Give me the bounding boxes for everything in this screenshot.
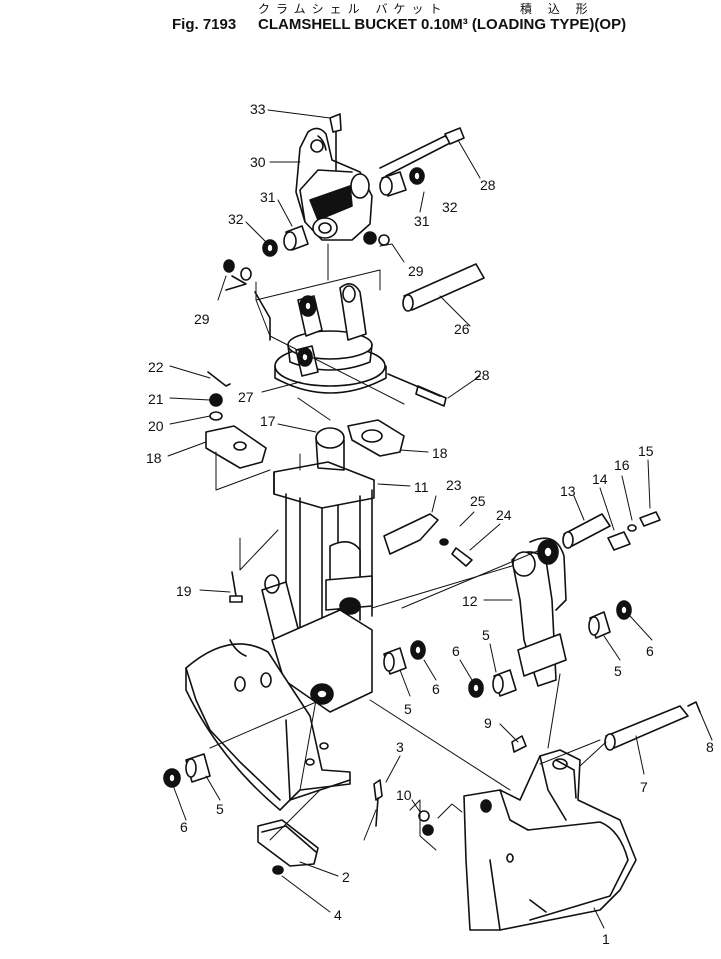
- callout-25: 25: [470, 493, 486, 509]
- callout-15: 15: [638, 443, 654, 459]
- callout-26: 26: [454, 321, 470, 337]
- figure-title: CLAMSHELL BUCKET 0.10M³ (LOADING TYPE)(O…: [258, 16, 627, 33]
- callout-32-right: 32: [442, 199, 458, 215]
- callout-11: 11: [414, 479, 429, 495]
- callout-10: 10: [396, 787, 412, 803]
- callout-5-bottom: 5: [216, 801, 224, 817]
- link-arm: [511, 537, 567, 687]
- japanese-type-name: 積 込 形: [520, 2, 594, 16]
- callout-6-right: 6: [646, 643, 654, 659]
- callout-14: 14: [592, 471, 608, 487]
- callout-18-right: 18: [432, 445, 448, 461]
- callout-29-left: 29: [194, 311, 210, 327]
- callout-31: 31: [260, 189, 276, 205]
- callout-24: 24: [496, 507, 512, 523]
- callout-6-mid: 6: [452, 643, 460, 659]
- callout-9: 9: [484, 715, 492, 731]
- callout-21: 21: [148, 391, 164, 407]
- callout-22: 22: [148, 359, 164, 375]
- top-link-bracket: [295, 113, 373, 241]
- callout-4: 4: [334, 907, 342, 923]
- pin-26: [402, 263, 485, 312]
- main-frame: [261, 427, 375, 713]
- callout-33: 33: [250, 101, 266, 117]
- callout-16: 16: [614, 457, 630, 473]
- callout-5-left: 5: [404, 701, 412, 717]
- callout-6-left: 6: [432, 681, 440, 697]
- callout-30: 30: [250, 154, 266, 170]
- bushings-5-6: [163, 600, 632, 788]
- callout-23: 23: [446, 477, 462, 493]
- leader-lines: [167, 109, 713, 929]
- right-bucket-shell: [463, 749, 637, 931]
- callout-6-bottom: 6: [180, 819, 188, 835]
- callout-8: 8: [706, 739, 714, 755]
- callout-5-mid: 5: [482, 627, 490, 643]
- callout-32: 32: [228, 211, 244, 227]
- figure-number: Fig. 7193: [172, 16, 237, 33]
- callout-13: 13: [560, 483, 576, 499]
- callout-1: 1: [602, 931, 610, 947]
- callout-20: 20: [148, 418, 164, 434]
- callout-5-right: 5: [614, 663, 622, 679]
- callout-29-right: 29: [408, 263, 424, 279]
- top-bushings: [223, 127, 465, 291]
- callout-12: 12: [462, 593, 478, 609]
- spacer-plates: [205, 419, 405, 469]
- callout-7: 7: [640, 779, 648, 795]
- callout-3: 3: [396, 739, 404, 755]
- callout-27: 27: [238, 389, 254, 405]
- callout-28-lower: 28: [474, 367, 490, 383]
- callout-18-left: 18: [146, 450, 162, 466]
- callout-2: 2: [342, 869, 350, 885]
- callout-numbers: 33 30 31 32 28 31 32 29 29 26 27 28 22 2…: [146, 101, 714, 947]
- callout-28-top: 28: [480, 177, 496, 193]
- callout-17: 17: [260, 413, 276, 429]
- callout-31-right: 31: [414, 213, 430, 229]
- callout-19: 19: [176, 583, 192, 599]
- japanese-part-name: クラムシェル バケット: [258, 2, 448, 16]
